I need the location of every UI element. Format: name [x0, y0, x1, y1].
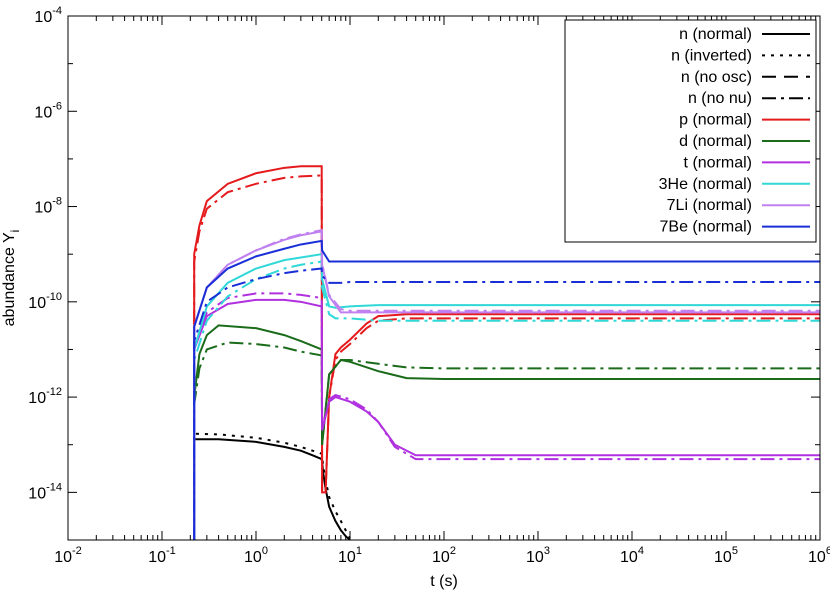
- legend-label: n (inverted): [671, 47, 752, 64]
- x-tick-label: 105: [714, 545, 738, 566]
- x-tick-label: 101: [338, 545, 362, 566]
- legend-label: n (normal): [679, 26, 752, 43]
- y-tick-label: 10-4: [34, 5, 62, 26]
- x-tick-label: 103: [526, 545, 550, 566]
- series-line-12: [193, 239, 820, 540]
- y-tick-label: 10-6: [34, 100, 62, 121]
- x-tick-label: 104: [620, 545, 644, 566]
- y-tick-label: 10-12: [28, 386, 62, 407]
- tick-labels: 10-2 10-1 100 101 102 103 104 105 106 10-14 10-12 1…: [28, 5, 830, 566]
- series-line-4: [193, 324, 820, 540]
- legend-label: 7Be (normal): [660, 219, 752, 236]
- y-tick-label: 10-14: [28, 481, 62, 502]
- legend-label: n (no osc): [681, 69, 752, 86]
- legend-label: d (normal): [679, 133, 752, 150]
- series-line-5: [193, 341, 820, 540]
- series-line-7: [193, 292, 820, 540]
- legend-label: 7Li (normal): [667, 197, 752, 214]
- y-tick-label: 10-10: [28, 291, 62, 312]
- legend-label: p (normal): [679, 112, 752, 129]
- legend-label: t (normal): [684, 154, 752, 171]
- series-line-8: [193, 253, 820, 540]
- series-line-11: [193, 228, 820, 540]
- series-line-9: [193, 260, 820, 540]
- legend: n (normal) n (inverted) n (no osc) n (no nu…: [564, 19, 817, 243]
- x-tick-label: 10-2: [54, 545, 82, 566]
- series-line-13: [193, 267, 820, 540]
- series-layer: [193, 165, 820, 540]
- series-line-10: [193, 230, 820, 540]
- x-tick-label: 10-1: [148, 545, 176, 566]
- y-tick-label: 10-8: [34, 196, 62, 217]
- x-tick-label: 102: [432, 545, 456, 566]
- x-tick-label: 100: [244, 545, 268, 566]
- x-axis-label: t (s): [430, 573, 458, 590]
- legend-label: n (no nu): [688, 90, 752, 107]
- series-line-6: [193, 298, 820, 540]
- series-line-3: [193, 174, 820, 540]
- legend-label: 3He (normal): [659, 176, 752, 193]
- y-axis-label: abundance Yi: [1, 230, 22, 327]
- x-tick-label: 106: [808, 545, 830, 566]
